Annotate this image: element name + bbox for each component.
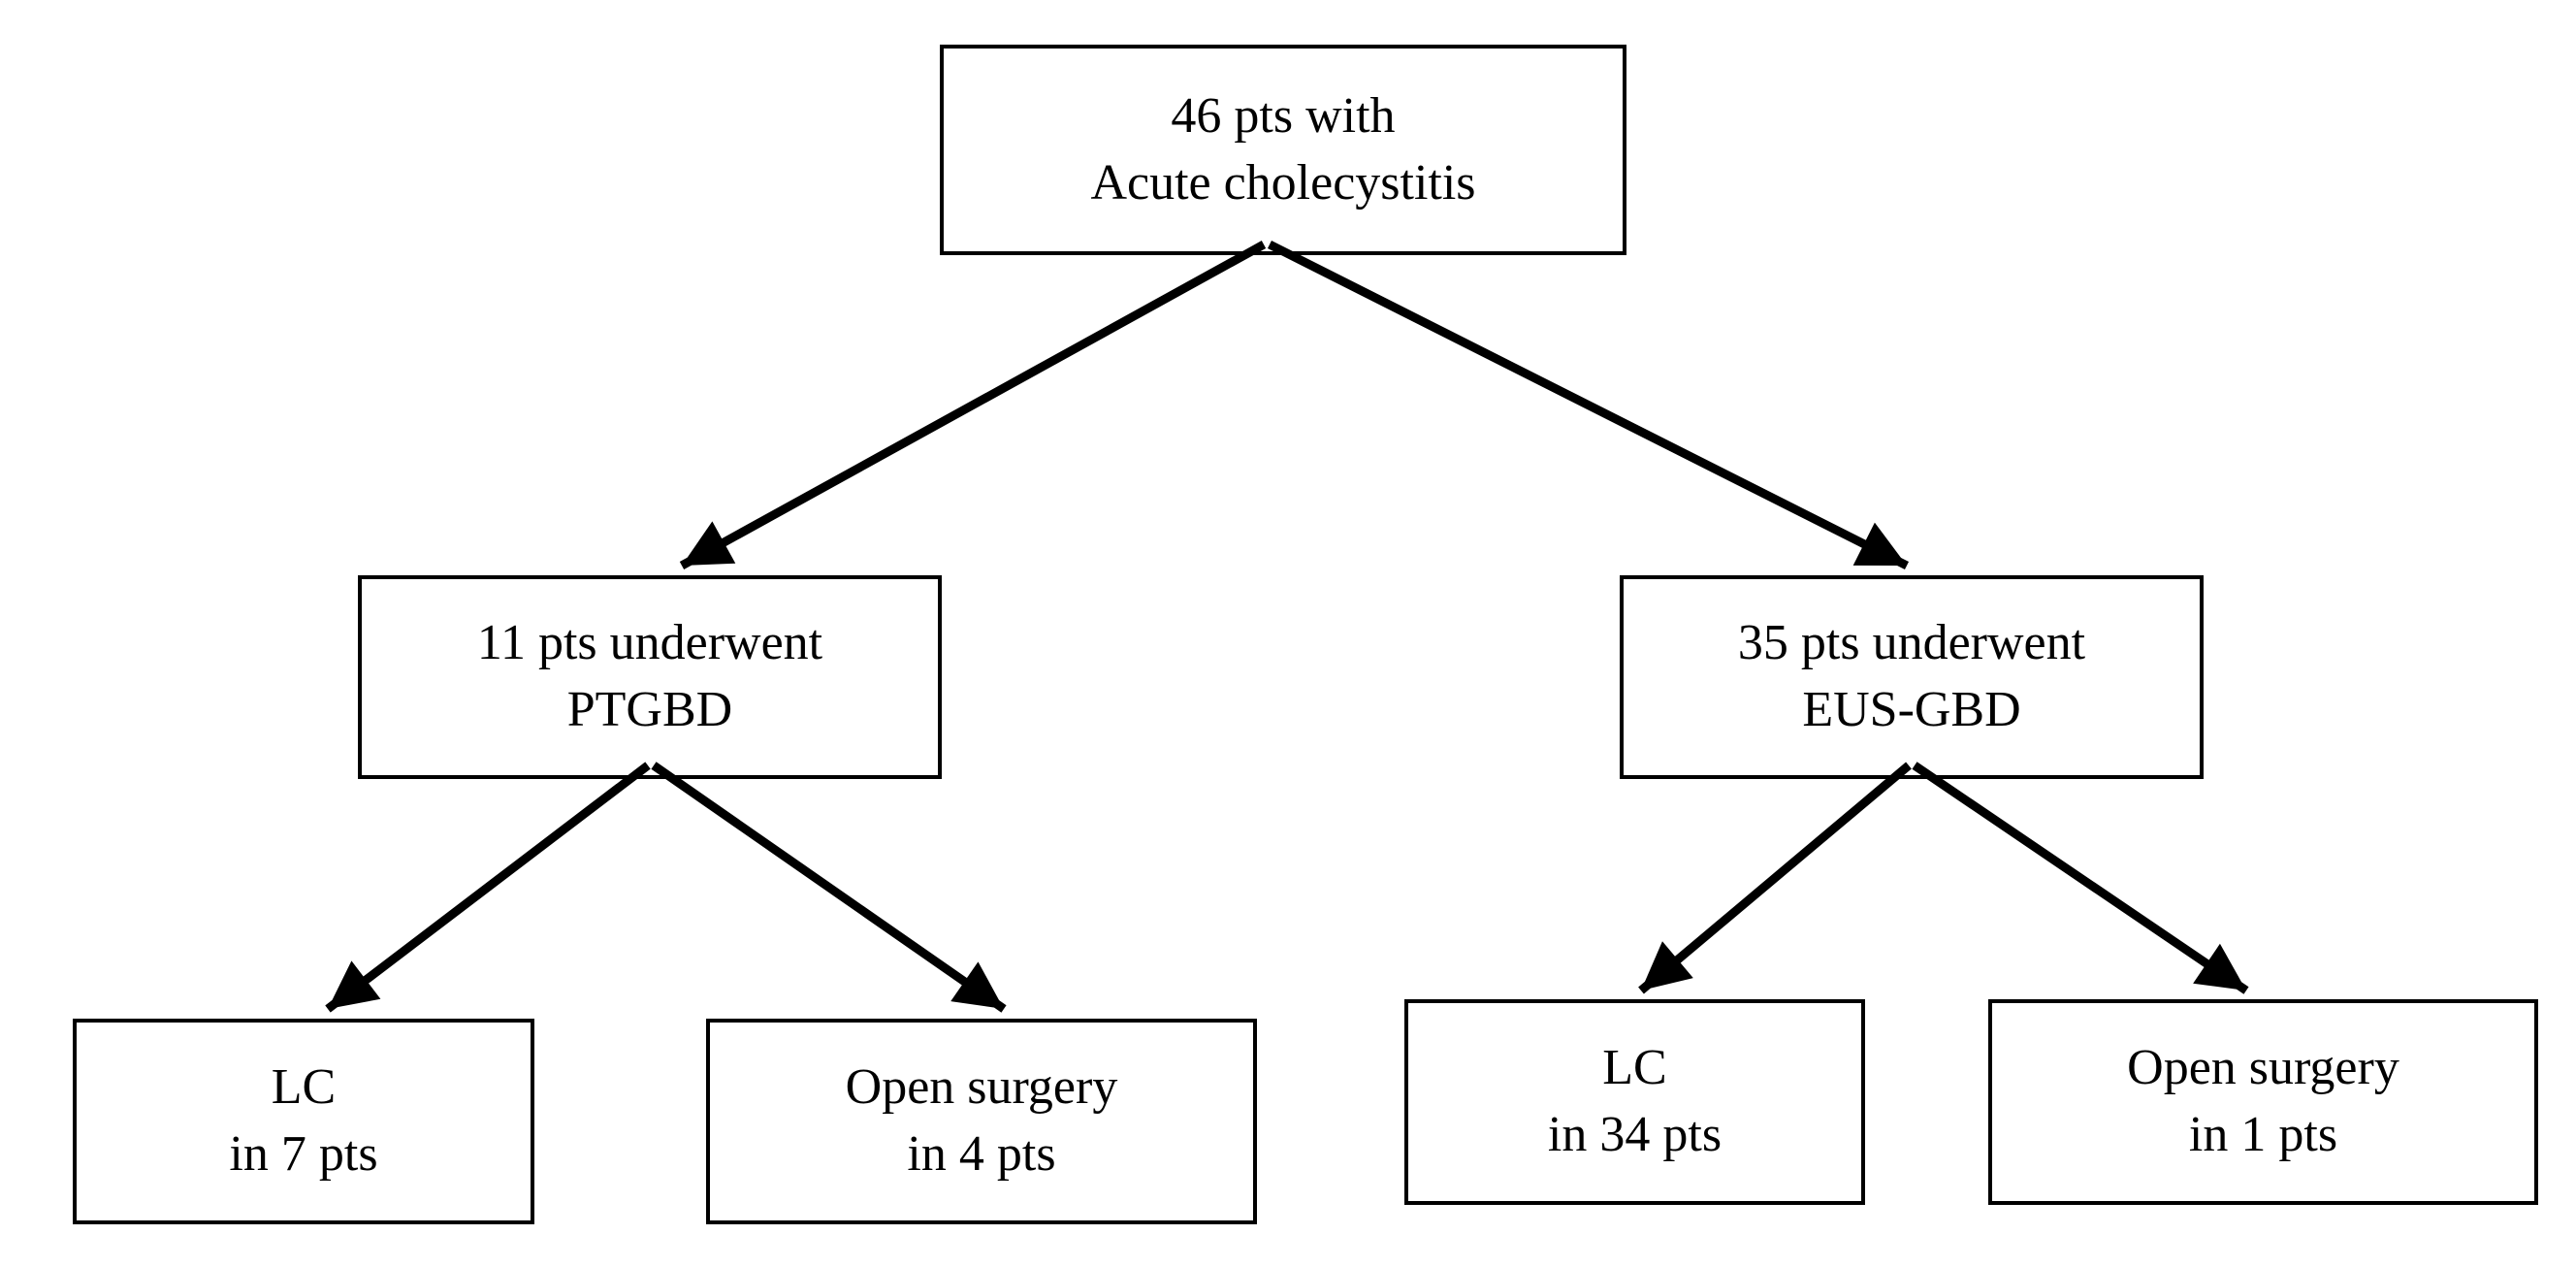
node-ptgbd: 11 pts underwent PTGBD bbox=[358, 575, 942, 779]
node-lc-after-eusgbd: LC in 34 pts bbox=[1404, 999, 1865, 1205]
node-ptgbd-line2: PTGBD bbox=[566, 682, 733, 737]
node-lc-after-ptgbd: LC in 7 pts bbox=[73, 1019, 534, 1224]
node-open-surgery-after-eusgbd-line1: Open surgery bbox=[2127, 1040, 2399, 1096]
node-eus-gbd: 35 pts underwent EUS-GBD bbox=[1620, 575, 2204, 779]
arrow-root-to-ptgbd bbox=[679, 241, 1267, 569]
node-ptgbd-line1: 11 pts underwent bbox=[476, 615, 823, 671]
node-open-surgery-after-eusgbd: Open surgery in 1 pts bbox=[1988, 999, 2538, 1205]
node-open-surgery-after-eusgbd-line2: in 1 pts bbox=[2188, 1107, 2338, 1162]
node-lc-after-ptgbd-line2: in 7 pts bbox=[229, 1126, 378, 1182]
node-lc-after-ptgbd-line1: LC bbox=[271, 1059, 337, 1116]
node-lc-after-eusgbd-line1: LC bbox=[1602, 1040, 1667, 1096]
node-lc-after-eusgbd-line2: in 34 pts bbox=[1547, 1107, 1723, 1162]
node-open-surgery-after-ptgbd-line1: Open surgery bbox=[845, 1059, 1118, 1116]
arrow-eus-gbd-to-open-surgery bbox=[1912, 762, 2249, 994]
node-eus-gbd-line2: EUS-GBD bbox=[1802, 682, 2021, 737]
arrow-ptgbd-to-open-surgery bbox=[651, 762, 1007, 1013]
node-acute-cholecystitis: 46 pts with Acute cholecystitis bbox=[940, 45, 1626, 255]
node-open-surgery-after-ptgbd: Open surgery in 4 pts bbox=[706, 1019, 1257, 1224]
arrow-ptgbd-to-lc bbox=[325, 762, 651, 1013]
arrow-root-to-eus-gbd bbox=[1267, 240, 1910, 570]
arrow-eus-gbd-to-lc bbox=[1638, 762, 1912, 994]
node-eus-gbd-line1: 35 pts underwent bbox=[1737, 615, 2086, 671]
node-open-surgery-after-ptgbd-line2: in 4 pts bbox=[907, 1126, 1056, 1182]
node-acute-cholecystitis-line2: Acute cholecystitis bbox=[1090, 154, 1476, 211]
node-acute-cholecystitis-line1: 46 pts with bbox=[1171, 87, 1396, 144]
